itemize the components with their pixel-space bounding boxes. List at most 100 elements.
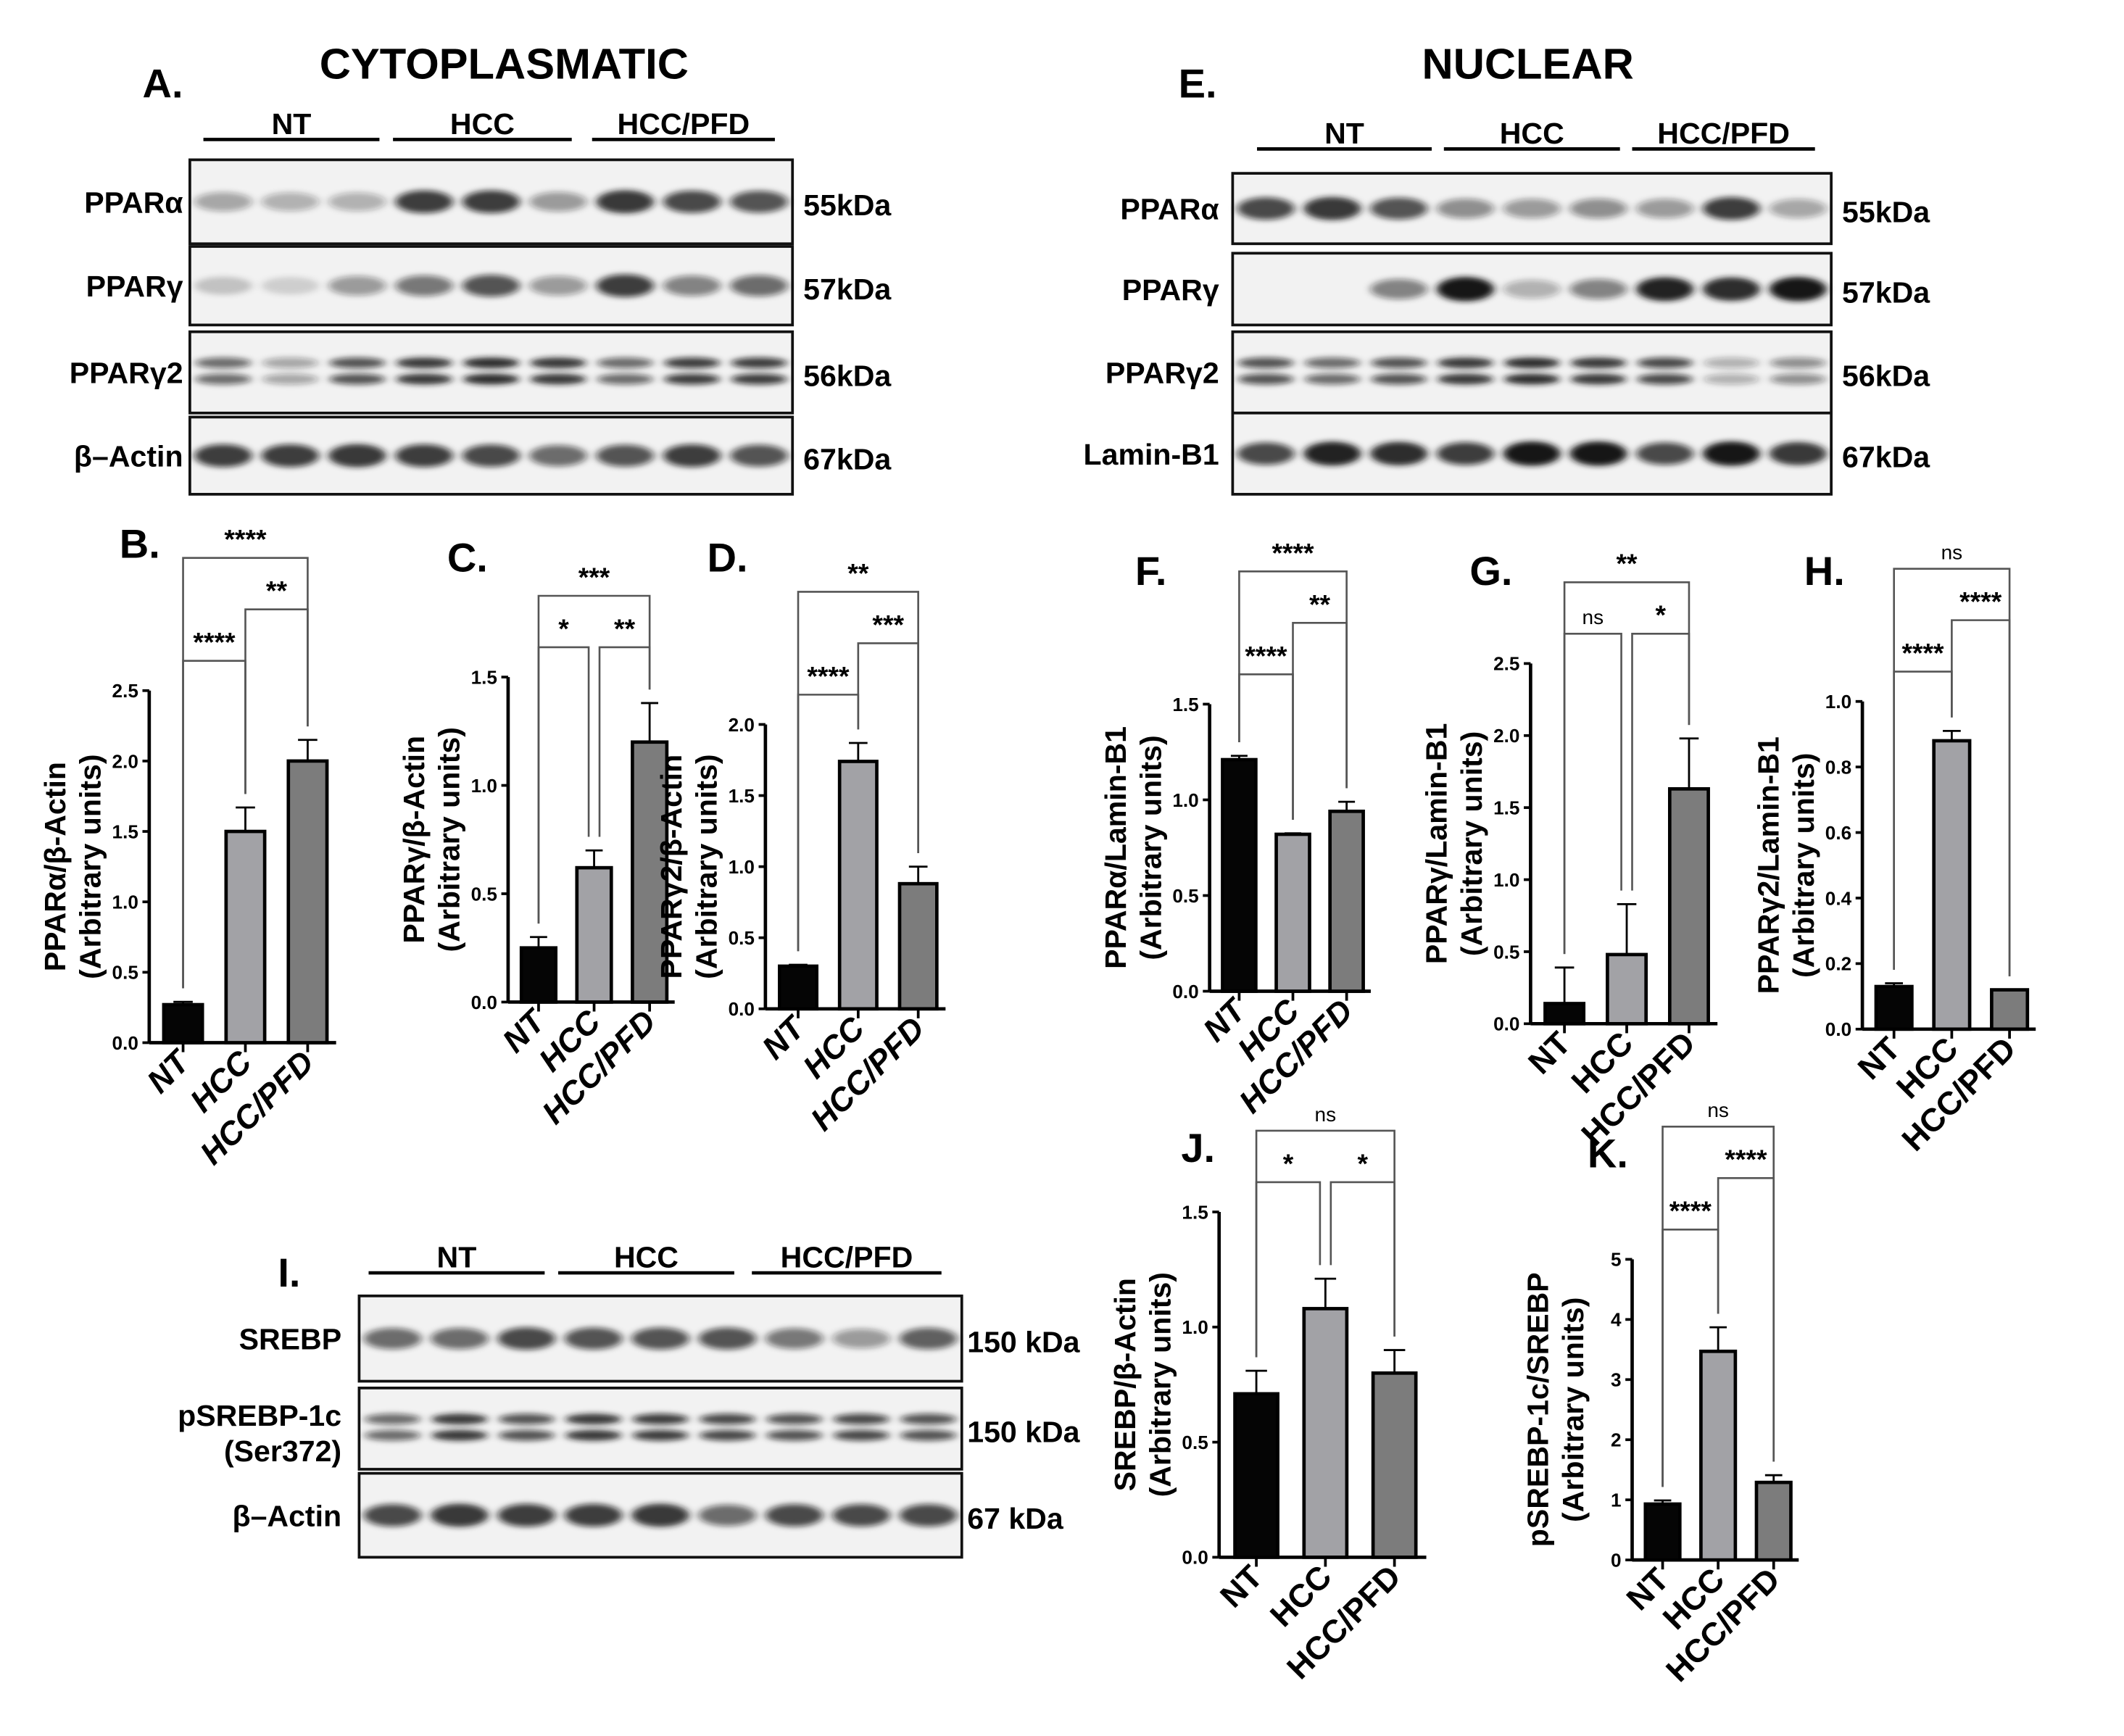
bar-nt (162, 1002, 204, 1044)
protein-band (194, 444, 252, 468)
bar-nt (1643, 1502, 1682, 1562)
protein-band (1703, 357, 1760, 369)
protein-band (698, 1504, 757, 1527)
group-label: HCC/PFD (1657, 117, 1790, 150)
protein-band (565, 1429, 622, 1441)
significance-label: ** (1309, 589, 1331, 619)
chart-panel-d: D.0.00.51.01.52.0PPARγ2/β-Actin(Arbitrar… (655, 534, 946, 1138)
protein-band (900, 1429, 957, 1441)
y-tick-label: 1.0 (471, 775, 497, 797)
protein-band (328, 192, 386, 212)
protein-band (530, 357, 586, 369)
y-tick-label: 0.0 (1172, 981, 1198, 1002)
y-tick-label: 1.0 (1493, 869, 1519, 891)
protein-band (497, 1503, 556, 1527)
y-axis-label: PPARα/Lamin-B1(Arbitrary units) (1099, 726, 1168, 969)
significance-label: **** (1725, 1144, 1767, 1174)
protein-band (766, 1504, 824, 1527)
protein-band (1770, 357, 1826, 369)
y-axis-label: SREBP/β-Actin(Arbitrary units) (1108, 1272, 1177, 1497)
y-tick-label: 2.0 (112, 750, 138, 772)
molecular-weight-label: 57kDa (803, 273, 892, 306)
protein-band (261, 277, 320, 295)
protein-band (462, 373, 520, 385)
panel-letter: B. (120, 521, 160, 567)
bar-hcc (575, 865, 613, 1004)
significance-label: **** (193, 627, 236, 657)
panel-letter: D. (708, 534, 748, 580)
blot-row-label: PPARγ (1122, 273, 1219, 307)
protein-band (730, 444, 788, 467)
protein-band (1569, 441, 1627, 466)
bar-hcc-pfd (1990, 988, 2030, 1031)
protein-band (1237, 357, 1294, 369)
protein-band (1303, 196, 1361, 220)
protein-band (564, 1503, 623, 1527)
protein-band (1437, 357, 1494, 369)
y-tick-label: 0.5 (729, 927, 755, 949)
significance-label: **** (1669, 1195, 1712, 1226)
significance-label: ns (1941, 541, 1963, 564)
protein-band (1769, 199, 1827, 218)
significance-label: * (558, 613, 569, 644)
y-tick-label: 0.0 (729, 998, 755, 1020)
protein-band (597, 373, 654, 385)
protein-band (1371, 373, 1427, 385)
protein-band (1503, 199, 1561, 219)
protein-band (1636, 199, 1694, 219)
blot-row-label: pSREBP-1c (178, 1399, 341, 1432)
bar-hcc (1932, 739, 1972, 1031)
y-axis-label-line: (Arbitrary units) (433, 727, 466, 952)
significance-label: ns (1315, 1103, 1337, 1126)
y-tick-label: 1.5 (471, 666, 497, 688)
y-tick-label: 1.0 (112, 892, 138, 913)
bracket-line (1563, 581, 1691, 955)
group-label: HCC/PFD (618, 107, 750, 141)
blot-row-label: SREBP (239, 1323, 342, 1356)
blot-membrane (1231, 330, 1833, 415)
y-tick-label: 0.2 (1825, 953, 1851, 975)
group-label: HCC (450, 107, 515, 141)
protein-band (663, 357, 721, 369)
y-tick-label: 1.5 (112, 821, 138, 842)
panel-letter: E. (1179, 61, 1217, 107)
protein-band (363, 1504, 422, 1527)
y-tick-label: 5 (1611, 1249, 1622, 1271)
molecular-weight-label: 67kDa (803, 442, 892, 475)
protein-band (1437, 442, 1494, 465)
bar-hcc (1699, 1349, 1738, 1562)
protein-band (529, 191, 587, 212)
bracket-line (1255, 1129, 1395, 1358)
protein-band (431, 1503, 489, 1527)
y-axis-label-line: (Arbitrary units) (690, 754, 723, 979)
protein-band (364, 1429, 421, 1441)
panel-letter: A. (143, 61, 183, 107)
protein-band (1437, 198, 1494, 219)
bracket-line (1292, 622, 1348, 820)
protein-band (596, 274, 655, 297)
protein-band (1703, 441, 1760, 466)
protein-band (529, 275, 587, 296)
bracket-line (797, 591, 919, 952)
protein-band (597, 357, 654, 369)
protein-band (1371, 357, 1427, 369)
y-axis-label-line: PPARγ2/Lamin-B1 (1751, 736, 1785, 994)
y-tick-label: 1.5 (1172, 694, 1198, 715)
protein-band (431, 1413, 488, 1425)
bracket-line (1662, 1126, 1775, 1487)
protein-band (396, 357, 452, 369)
protein-band (1370, 441, 1428, 466)
protein-band (1636, 442, 1694, 465)
protein-band (1237, 373, 1294, 385)
panel-letter: K. (1588, 1130, 1628, 1176)
bar-nt (1543, 1002, 1586, 1026)
y-axis-label: PPARγ2/β-Actin(Arbitrary units) (655, 754, 723, 979)
significance-bracket: ** (797, 557, 919, 952)
protein-band (261, 444, 320, 468)
significance-label: *** (872, 609, 904, 639)
